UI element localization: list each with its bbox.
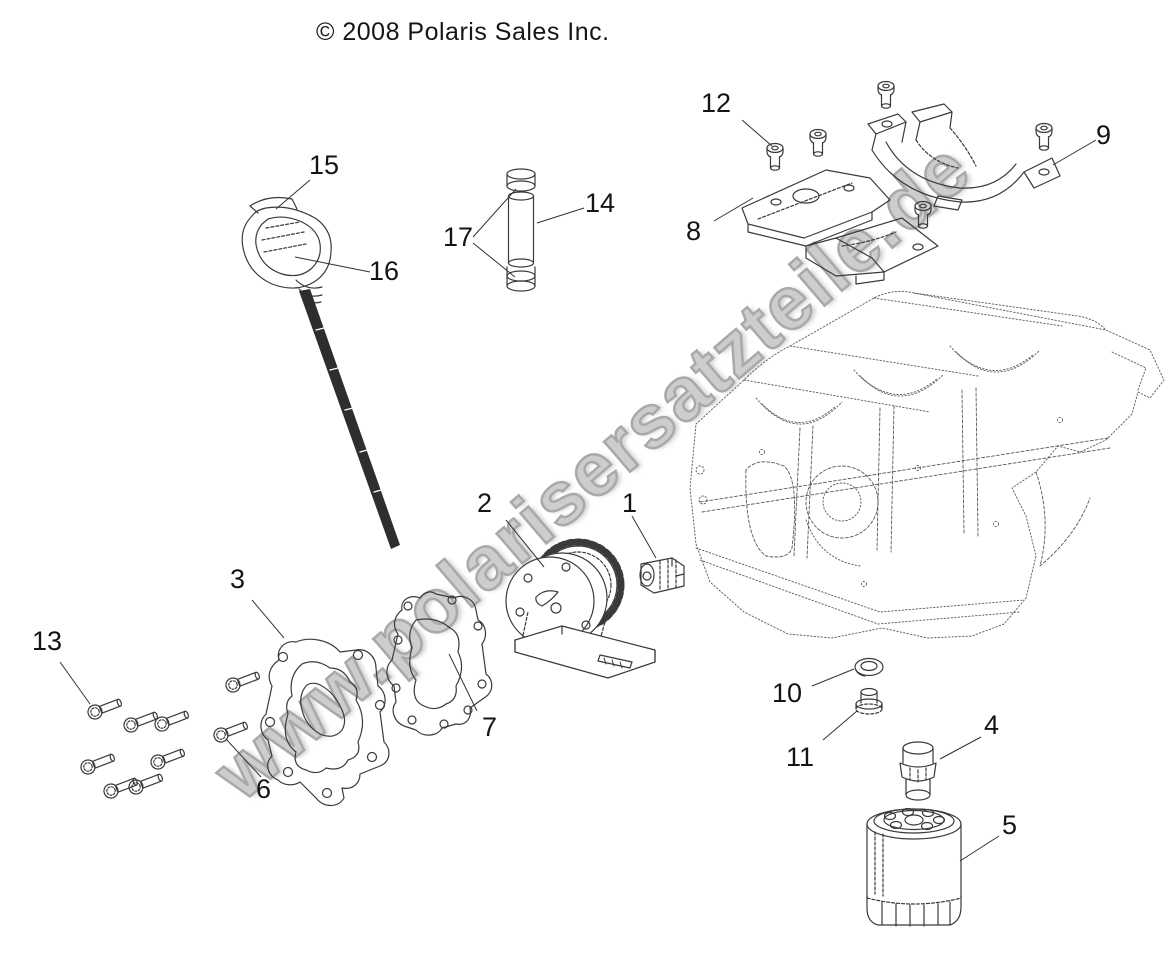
callout-9: 9 [1096,120,1112,150]
leader-lines [59,119,1097,862]
oil-filter [866,807,962,927]
callout-7: 7 [482,712,498,742]
filter-nipple [899,741,937,801]
dipstick [241,196,400,549]
oil-pump [505,538,656,679]
callout-13: 13 [32,626,63,656]
pump-gasket [386,591,493,736]
callout-8: 8 [686,216,702,246]
callout-6: 6 [256,774,272,804]
flange-bolts [78,667,263,801]
callout-4: 4 [984,710,1000,740]
callout-3: 3 [230,564,246,594]
shield-bracket-curved [867,103,1061,211]
callout-12: 12 [701,88,732,118]
fitting-1 [639,557,685,594]
callout-2: 2 [477,488,493,518]
callout-16: 16 [369,256,400,286]
shield-screws [766,80,1053,229]
copyright-notice: © 2008 Polaris Sales Inc. [316,18,610,46]
sealing-washer [854,657,884,677]
callout-1: 1 [622,488,638,518]
oil-tube [506,168,536,292]
callout-14: 14 [585,188,616,218]
drain-plug [855,687,883,715]
callout-11: 11 [786,742,815,772]
callout-5: 5 [1002,810,1018,840]
callout-10: 10 [772,678,803,708]
callout-15: 15 [309,150,340,180]
pump-cover [260,638,390,807]
crankcase [689,290,1165,639]
mount-bracket-flat [741,169,939,285]
callout-17: 17 [443,222,474,252]
